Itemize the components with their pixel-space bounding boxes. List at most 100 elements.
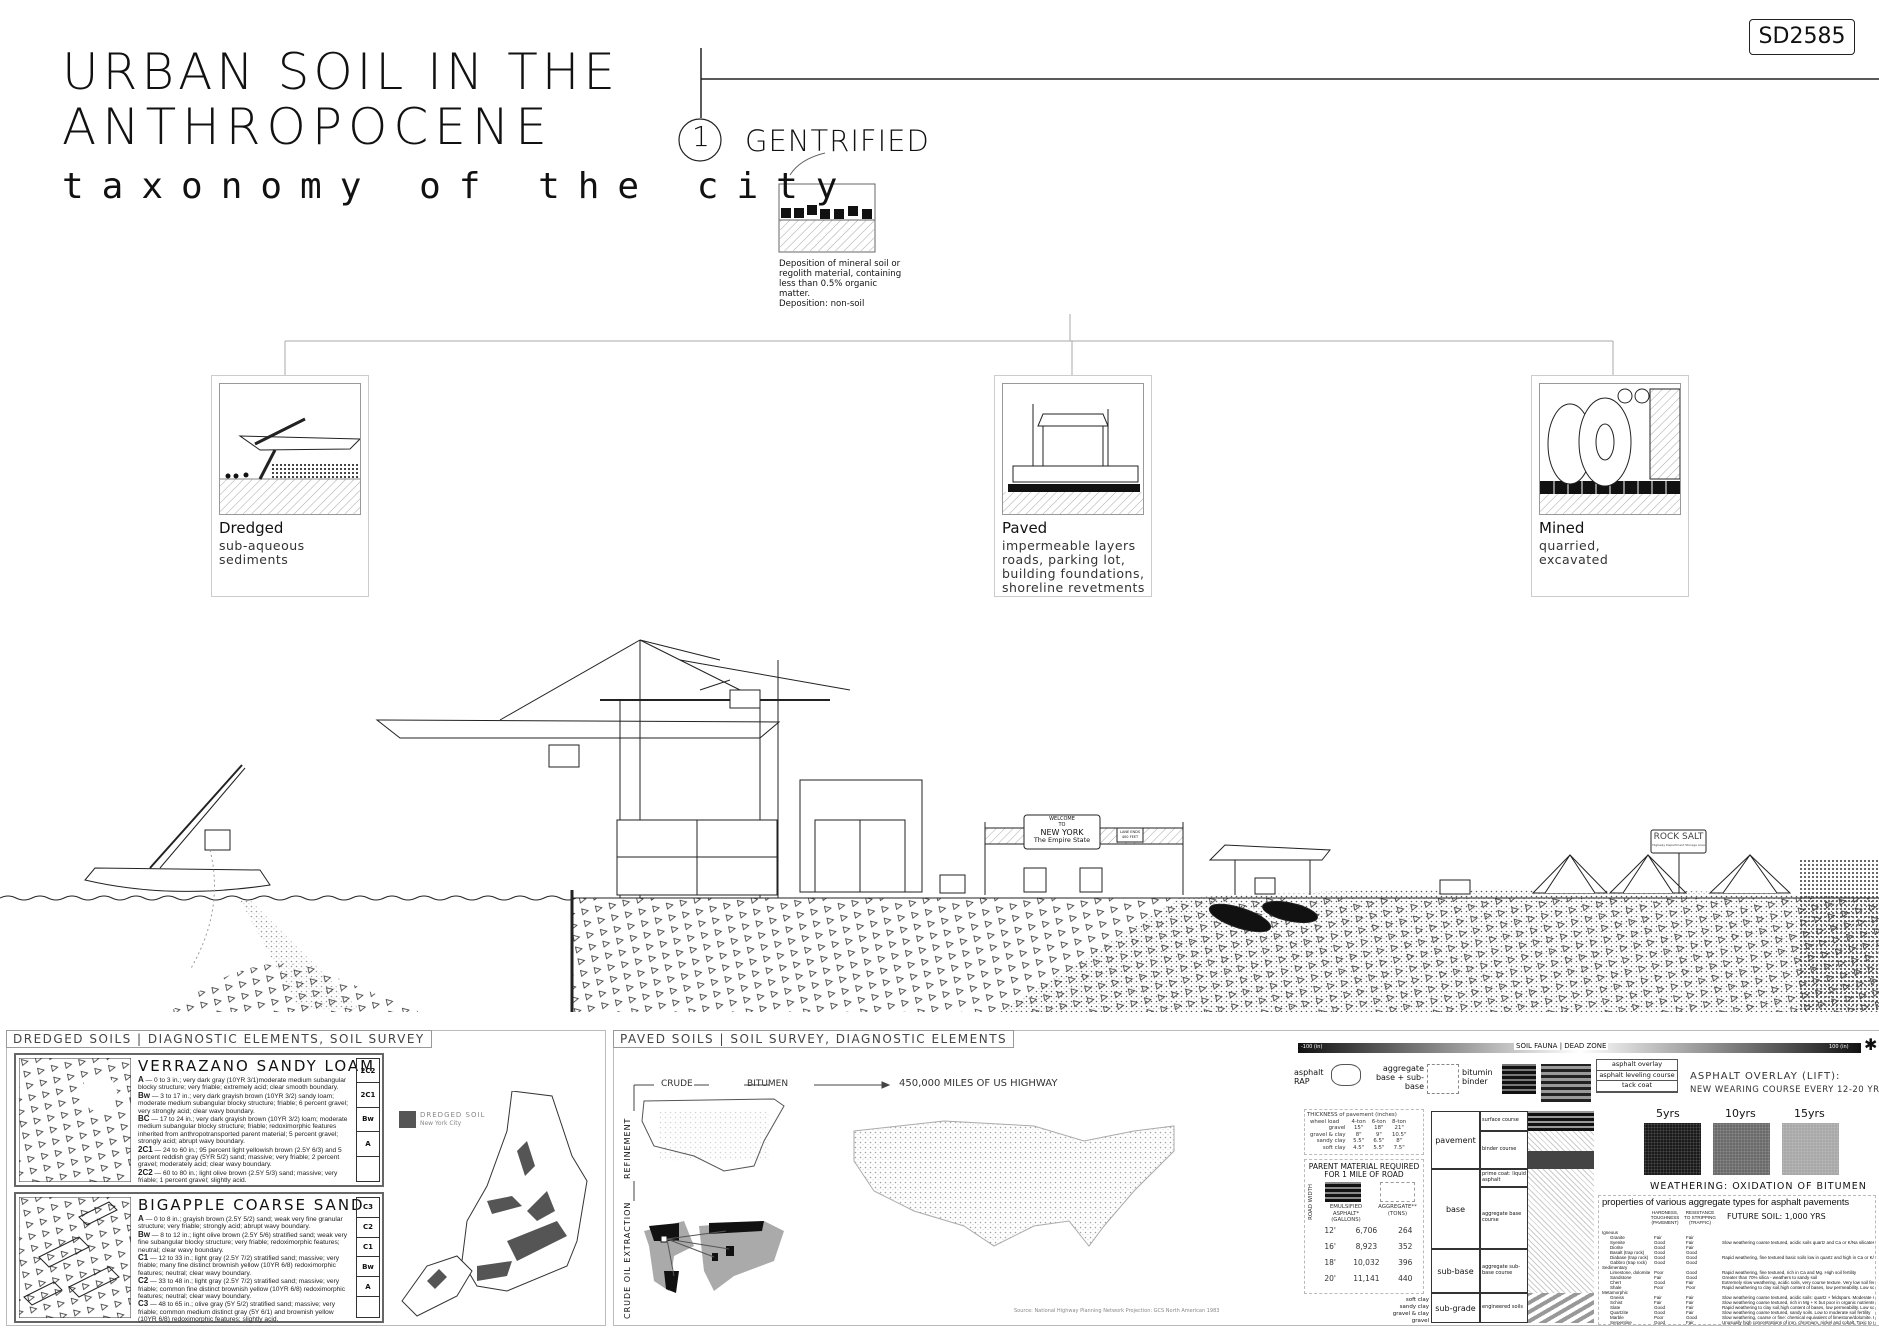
- rock-note: Extremely slow weathering, acidic soils,…: [1722, 1280, 1874, 1285]
- rock-note: Slow weathering coarse textured, acidic …: [1722, 1240, 1874, 1245]
- mining-truck-illustration: [1539, 383, 1681, 515]
- col-header: 8-ton: [1391, 1118, 1407, 1125]
- card-line: excavated: [1539, 552, 1609, 567]
- horizon: BC — 17 to 24 in.; very dark grayish bro…: [138, 1115, 352, 1146]
- rock-cell: Good: [1654, 1255, 1666, 1260]
- horizon-code: C2: [138, 1276, 149, 1286]
- asphalt-swatch: [1325, 1182, 1361, 1202]
- subgrade-label: gravel & clay: [1392, 1311, 1429, 1317]
- overlay-title: ASPHALT OVERLAY (LIFT):: [1690, 1071, 1841, 1082]
- horizon-text: — 0 to 8 in.; grayish brown (2.5Y 5/2) s…: [138, 1216, 343, 1231]
- rock-cell: Diorite: [1610, 1245, 1624, 1250]
- layer-name: sub-grade: [1431, 1293, 1480, 1323]
- table-title: PARENT MATERIAL REQUIRED FOR 1 MILE OF R…: [1308, 1162, 1420, 1179]
- rock-cell: Poor: [1686, 1285, 1696, 1290]
- desc-line: matter.: [779, 289, 811, 299]
- title-line2: ANTHROPOCENE: [62, 98, 553, 156]
- horizon-text: — 60 to 80 in.; light olive brown (2.5Y …: [138, 1169, 338, 1185]
- legend-sub: New York City: [420, 1120, 462, 1127]
- timeline-lines: [284, 48, 1879, 375]
- axis-refinement: REFINEMENT: [623, 1117, 632, 1179]
- stage-label: 5yrs: [1656, 1107, 1680, 1120]
- title-line1: URBAN SOIL IN THE: [62, 43, 619, 101]
- gas-station: [1208, 844, 1332, 895]
- desc-line: regolith material, containing: [779, 269, 902, 279]
- profile-horizon: 2C2: [357, 1059, 379, 1084]
- depth-right: 100 (in): [1829, 1044, 1849, 1050]
- salt-domes: [1531, 829, 1792, 894]
- table-cell: 4.5": [1353, 1144, 1365, 1151]
- horizon: Bw — 3 to 17 in.; very dark grayish brow…: [138, 1091, 352, 1115]
- profile-horizon: 2C1: [357, 1083, 379, 1108]
- col-header: wheel load: [1310, 1118, 1340, 1125]
- layer-course: prime coat: liquid asphalt: [1480, 1169, 1528, 1187]
- table-cell: 8": [1396, 1138, 1403, 1145]
- card-line: impermeable layers: [1002, 538, 1136, 553]
- container-ship: [375, 719, 781, 739]
- layer-name: base: [1431, 1169, 1480, 1249]
- horizon-text: — 12 to 33 in.; light gray (2.5Y 7/2) st…: [138, 1255, 340, 1277]
- table-cell: 352: [1398, 1241, 1413, 1251]
- table-cell: 18": [1374, 1125, 1384, 1132]
- material-label: aggregate base + sub-base: [1375, 1064, 1424, 1091]
- rock-cell: Fair: [1686, 1240, 1694, 1245]
- paved-soils-panel: PAVED SOILS | SOIL SURVEY, DIAGNOSTIC EL…: [613, 1030, 1879, 1326]
- aggregate-properties-table: properties of various aggregate types fo…: [1598, 1195, 1876, 1325]
- thickness-table: THICKNESS of pavement (inches) wheel loa…: [1304, 1109, 1424, 1155]
- col-header: RESISTANCE TO STRIPPING (TRAFFIC): [1684, 1210, 1716, 1225]
- soil-card-bigapple: BIGAPPLE COARSE SAND A — 0 to 8 in.; gra…: [14, 1192, 384, 1323]
- table-cell: 8": [1355, 1131, 1362, 1138]
- aggregate-swatch: [1380, 1182, 1415, 1202]
- horizon: Bw — 8 to 12 in.; light olive brown (2.5…: [138, 1230, 352, 1254]
- rock-cell: Good: [1686, 1250, 1698, 1255]
- rock-cell: Diabase (trap rock): [1610, 1255, 1649, 1260]
- buried-fuel-tanks: [1208, 900, 1318, 933]
- rock-cell: Fair: [1654, 1300, 1662, 1305]
- horizon-code: 2C2: [138, 1167, 153, 1177]
- rock-cell: Chert: [1610, 1280, 1622, 1285]
- rock-cell: Fair: [1654, 1235, 1662, 1240]
- layer-course: aggregate base course: [1480, 1187, 1528, 1249]
- rock-cell: Gabbro (trap rock): [1610, 1260, 1647, 1265]
- layer-course: engineered soils: [1480, 1293, 1528, 1323]
- subtitle: taxonomy of the city: [62, 166, 856, 207]
- rock-cell: Good: [1654, 1310, 1666, 1315]
- rock-cell: Good: [1654, 1280, 1666, 1285]
- map-source: Source: National Highway Planning Networ…: [1014, 1308, 1220, 1314]
- rock-cell: Good: [1654, 1250, 1666, 1255]
- rock-note: Rapid weathering, fine textured, rich in…: [1722, 1270, 1857, 1275]
- material-label: asphalt RAP: [1294, 1068, 1324, 1086]
- horizon-code: 2C1: [138, 1144, 153, 1154]
- table-cell: soft clay: [1322, 1144, 1346, 1151]
- horizon: A — 0 to 8 in.; grayish brown (2.5Y 5/2)…: [138, 1215, 352, 1231]
- horizon-list: A — 0 to 3 in.; very dark gray (10YR 3/1…: [138, 1076, 352, 1185]
- gentrified-description: Deposition of mineral soil or regolith m…: [779, 259, 901, 309]
- table-cell: 5.5": [1353, 1138, 1365, 1145]
- horizon: 2C1 — 24 to 60 in.; 95 percent light yel…: [138, 1144, 352, 1169]
- rock-cell: Syenite: [1610, 1240, 1626, 1245]
- depth-mid: SOIL FAUNA | DEAD ZONE: [1514, 1042, 1609, 1050]
- rock-cell: Poor: [1654, 1285, 1664, 1290]
- table-cell: gravel: [1328, 1125, 1346, 1132]
- stage-label: 10yrs: [1725, 1107, 1756, 1120]
- welcome-gantry-sign: [984, 814, 1184, 895]
- col-header: ROAD WIDTH: [1308, 1184, 1314, 1220]
- rock-cell: Good: [1686, 1275, 1698, 1280]
- rock-cell: Fair: [1654, 1295, 1662, 1300]
- table-cell: 264: [1398, 1225, 1413, 1235]
- horizon-text: — 0 to 3 in.; very dark gray (10YR 3/1)m…: [138, 1077, 347, 1092]
- table-cell: 440: [1398, 1273, 1413, 1283]
- soil-name: BIGAPPLE COARSE SAND: [138, 1196, 365, 1214]
